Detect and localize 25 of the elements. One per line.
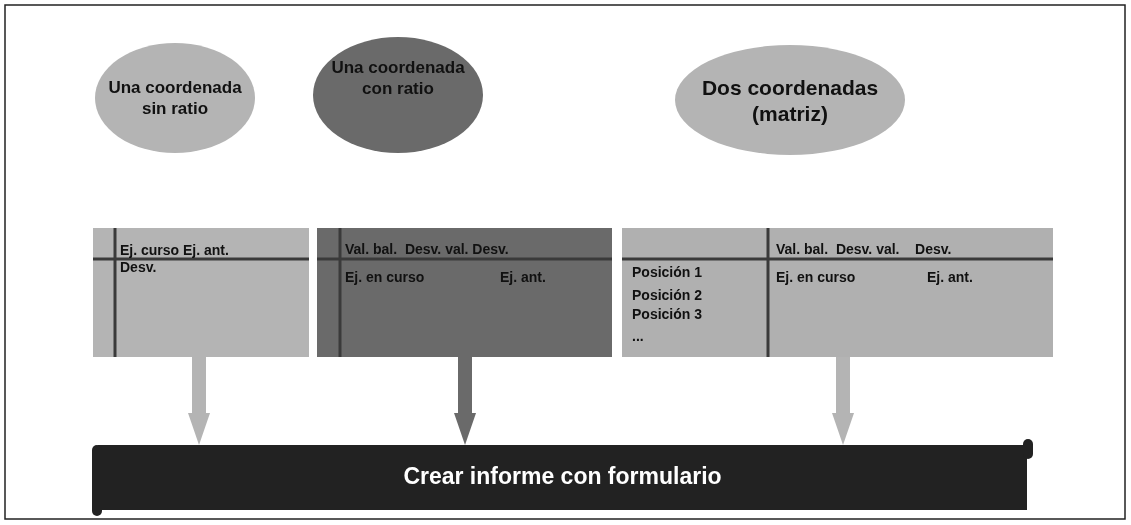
block-arrow bbox=[832, 357, 854, 445]
ellipse-label: Dos coordenadas (matriz) bbox=[700, 75, 880, 127]
ellipse-label: Una coordenada con ratio bbox=[330, 57, 466, 99]
table-panel bbox=[93, 228, 309, 357]
row-label: Posición 2 bbox=[632, 287, 703, 304]
block-arrow bbox=[188, 357, 210, 445]
column-header: Ej. curso Ej. ant. Desv. bbox=[120, 242, 230, 276]
table-panel bbox=[622, 228, 1053, 357]
ellipse-node bbox=[313, 37, 483, 153]
column-header: Ej. en curso bbox=[776, 269, 856, 286]
table-panel bbox=[317, 228, 612, 357]
ellipse-label: Una coordenada sin ratio bbox=[107, 77, 243, 119]
row-label: ... bbox=[632, 328, 644, 345]
banner-label: Crear informe con formulario bbox=[402, 463, 723, 490]
column-header: Val. bal. Desv. val. Desv. bbox=[776, 241, 952, 258]
column-header: Ej. ant. bbox=[927, 269, 973, 286]
scroll-banner bbox=[92, 439, 1033, 516]
ellipse-node bbox=[675, 45, 905, 155]
column-header: Ej. ant. bbox=[500, 269, 546, 286]
column-header: Val. bal. Desv. val. Desv. bbox=[345, 241, 509, 258]
block-arrow bbox=[454, 357, 476, 445]
row-label: Posición 1 bbox=[632, 264, 703, 281]
row-label: Posición 3 bbox=[632, 306, 703, 323]
ellipse-node bbox=[95, 43, 255, 153]
column-header: Ej. en curso bbox=[345, 269, 425, 286]
